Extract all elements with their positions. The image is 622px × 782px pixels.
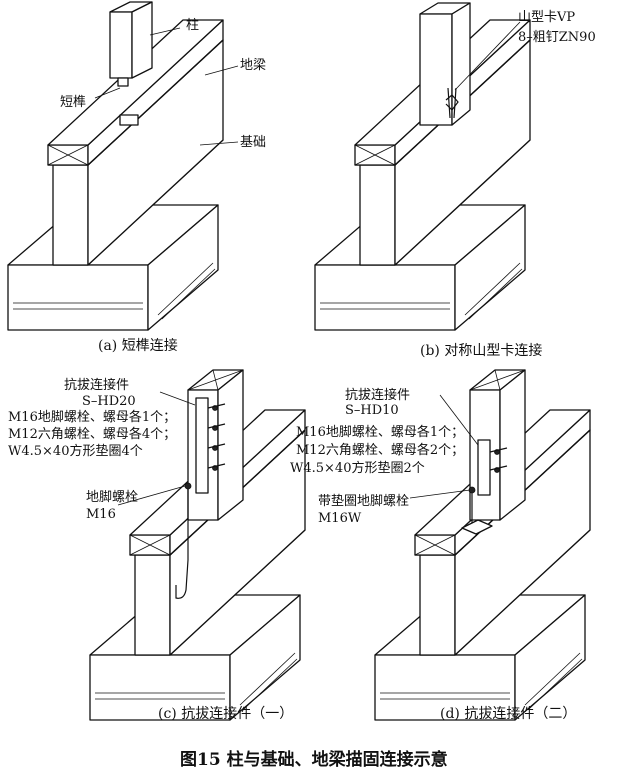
panel-a-drawing: [7, 1, 239, 331]
ground-beam-label: 地梁: [240, 58, 267, 73]
panel-b-drawing: [314, 2, 531, 331]
tenon-label: 短榫: [60, 95, 87, 110]
nails-label: 8–粗钉ZN90: [518, 30, 596, 45]
column-label: 柱: [186, 18, 200, 33]
anchor-bolt-label-c: 地脚螺栓: [86, 490, 139, 505]
anchor-bolt-size-d: M16W: [318, 511, 362, 526]
column-b: [419, 2, 471, 126]
spec2-c: M12六角螺栓、螺母各4个；: [8, 427, 177, 442]
spec3-c: W4.5×40方形垫圈4个: [8, 444, 143, 459]
panel-d-drawing: [374, 369, 591, 721]
anchor-bolt-d: [461, 486, 493, 535]
foundation-label: 基础: [240, 135, 267, 150]
spec3-d: W4.5×40方形垫圈2个: [290, 461, 425, 476]
spec1-c: M16地脚螺栓、螺母各1个；: [8, 410, 177, 425]
caption-b: (b) 对称山型卡连接: [420, 343, 543, 359]
holdown-model-d: S–HD10: [345, 403, 399, 418]
spec2-d: M12六角螺栓、螺母各2个；: [296, 443, 465, 458]
holdown-label-c: 抗拔连接件: [64, 378, 130, 393]
holdown-model-c: S–HD20: [82, 394, 136, 409]
column-block: [109, 1, 153, 87]
vp-connector: [445, 87, 459, 119]
vp-connector-label: 山型卡VP: [518, 10, 576, 25]
caption-a: (a) 短榫连接: [98, 338, 178, 354]
figure-title: 图15 柱与基础、地梁描固连接示意: [180, 750, 448, 770]
spec1-d: M16地脚螺栓、螺母各1个；: [296, 425, 465, 440]
panel-c-drawing: [89, 369, 306, 721]
hd20-holdown: [195, 397, 226, 494]
tenon-block: [119, 114, 139, 126]
holdown-label-d: 抗拔连接件: [345, 388, 411, 403]
hd10-holdown: [477, 439, 508, 496]
caption-d: (d) 抗拔连接件（二）: [440, 706, 577, 722]
caption-c: (c) 抗拔连接件（一）: [158, 706, 294, 722]
anchor-bolt-size-c: M16: [86, 507, 116, 522]
anchor-bolt-label-d: 带垫圈地脚螺栓: [318, 494, 410, 509]
